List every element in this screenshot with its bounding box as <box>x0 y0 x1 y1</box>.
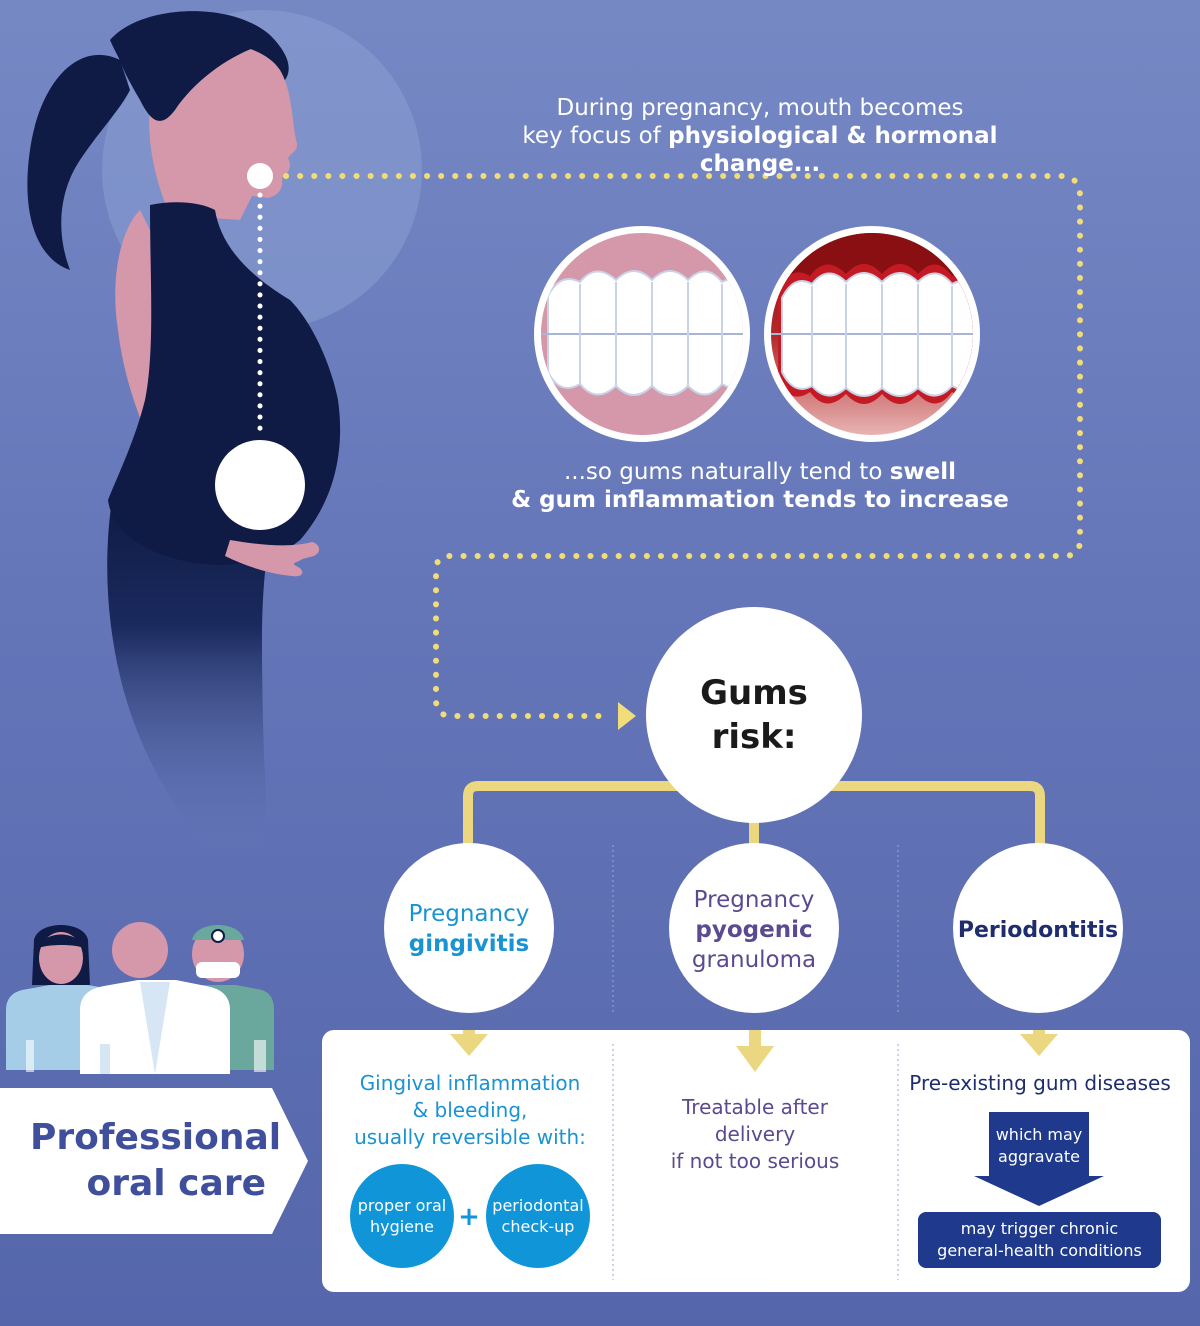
gingivitis-circle <box>384 843 554 1013</box>
intro-text: During pregnancy, mouth becomes key focu… <box>470 94 1050 178</box>
inflamed-gums-icon <box>764 226 980 442</box>
healthy-gums-icon <box>534 226 750 442</box>
gums-caption: ...so gums naturally tend to swell & gum… <box>470 458 1050 514</box>
granuloma-circle <box>669 843 839 1013</box>
gingivitis-outcome: Gingival inflammation & bleeding, usuall… <box>354 1071 586 1149</box>
plus-icon: + <box>458 1202 480 1232</box>
gums-risk-label: Gums risk: <box>700 673 808 757</box>
chronic-conditions-box: may trigger chronic general-health condi… <box>918 1212 1161 1268</box>
pregnant-woman-icon <box>27 11 341 860</box>
granuloma-label: Pregnancy pyogenic granuloma <box>691 887 817 973</box>
gingivitis-label: Pregnancy gingivitis <box>408 901 530 957</box>
periodontitis-circle <box>953 843 1123 1013</box>
panel-graphics <box>450 1030 1104 1280</box>
gums-risk-circle <box>646 607 862 823</box>
dotted-path <box>283 173 1083 719</box>
gums-caption-line-1: ...so gums naturally tend to swell <box>563 459 957 485</box>
periodontitis-label: Periodontitis <box>957 917 1119 943</box>
intro-line-2: key focus of physiological & hormonal ch… <box>522 123 998 177</box>
down-arrow-icon <box>450 1030 1058 1072</box>
intro-line-1: During pregnancy, mouth becomes <box>556 95 964 121</box>
granuloma-outcome: Treatable after delivery if not too seri… <box>670 1095 840 1173</box>
aggravate-text: which may aggravate <box>995 1125 1083 1166</box>
aggravate-arrow <box>974 1112 1104 1206</box>
professional-banner <box>0 1088 308 1234</box>
path-arrowhead <box>618 702 636 730</box>
professional-care-label: Professional oral care <box>30 1117 282 1204</box>
gums-caption-line-2: & gum inflammation tends to increase <box>511 487 1009 513</box>
care-team-icon <box>6 922 274 1074</box>
periodontitis-outcome: Pre-existing gum diseases <box>909 1071 1171 1095</box>
